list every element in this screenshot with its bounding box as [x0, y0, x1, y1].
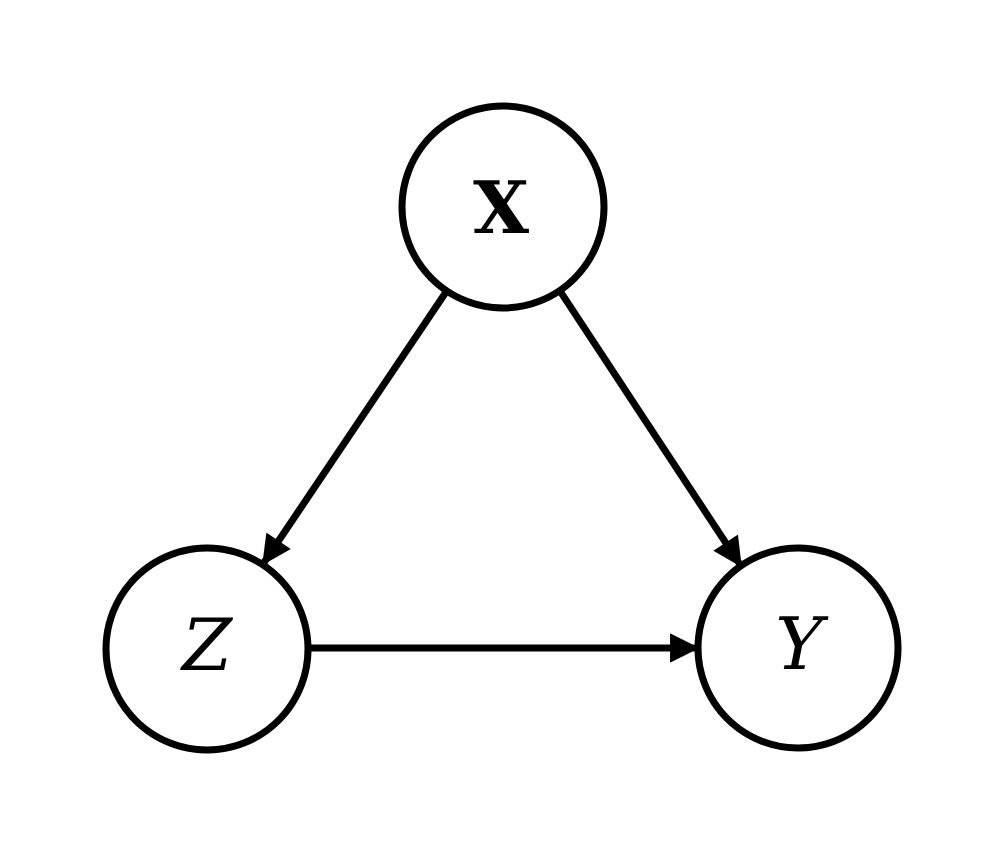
node-z-circle: [102, 544, 312, 754]
edge-x-to-z-arrow: [260, 290, 449, 566]
node-x-circle: [398, 102, 608, 312]
edge-x-to-y-arrow: [557, 289, 744, 568]
node-y-circle: [694, 544, 902, 752]
node-y-label: Y: [775, 602, 829, 686]
node-z-label: Z: [180, 603, 234, 687]
node-x-label: X: [473, 165, 529, 250]
